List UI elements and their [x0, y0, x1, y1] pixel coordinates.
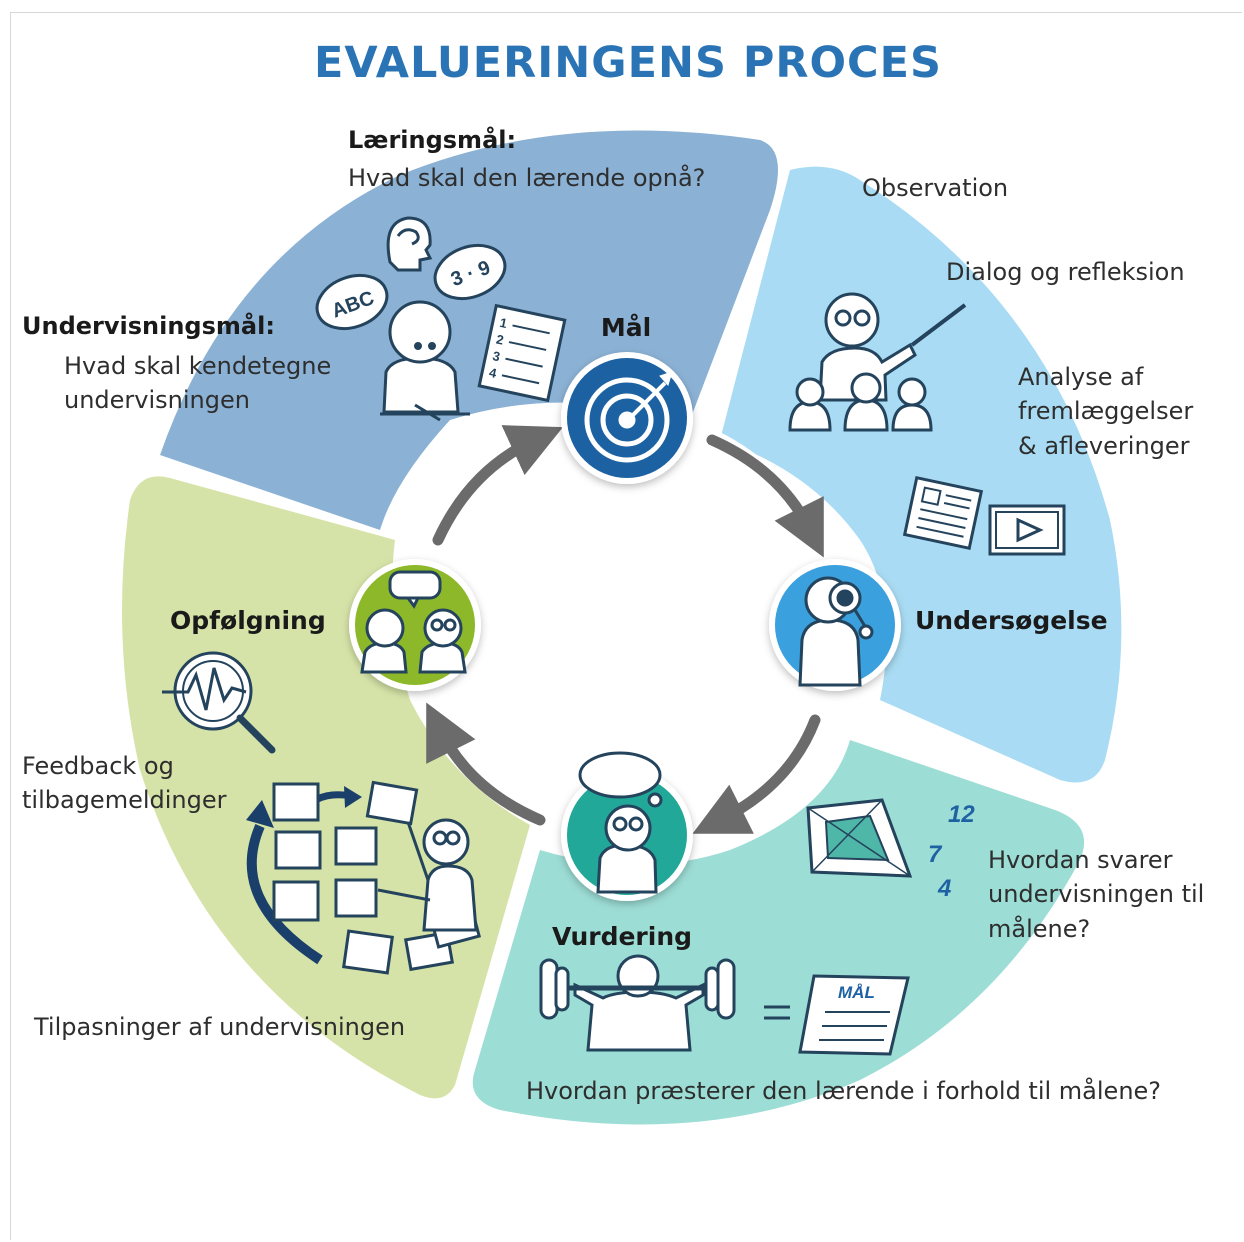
- cycle-arrows: [426, 425, 824, 834]
- frame: [10, 12, 1242, 1240]
- math-bubble-icon: 3 · 9: [433, 243, 507, 301]
- analysis-line3: & afleveringer: [1018, 432, 1190, 460]
- document-icon: [902, 475, 984, 551]
- list-number-3: 3: [491, 348, 501, 364]
- segment-undersoegelse: [720, 166, 1122, 783]
- head-brain-icon: [386, 216, 433, 272]
- student-writing-icon: [380, 300, 470, 422]
- teaching-goal-line2: undervisningen: [64, 386, 250, 414]
- grade-numbers: 12 7 4: [928, 801, 975, 902]
- list-number-2: 2: [495, 332, 505, 348]
- weightlifter-icon: [539, 954, 736, 1052]
- feedback-line1: Feedback og: [22, 752, 174, 780]
- arrow-undersoegelse-to-vurdering: [692, 714, 821, 834]
- grade-12: 12: [948, 801, 975, 828]
- magnifier-person-icon: [798, 576, 874, 687]
- stage-label-vurdering: Vurdering: [552, 922, 692, 951]
- feedback-line2: tilbagemeldinger: [22, 786, 227, 814]
- list-number-4: 4: [488, 365, 499, 381]
- arrow-vurdering-to-opfoelgning: [426, 702, 546, 826]
- adjustments-text: Tilpasninger af undervisningen: [34, 1013, 406, 1041]
- stage-label-maal: Mål: [601, 313, 651, 342]
- segment-maal: [160, 130, 778, 530]
- target-icon: [584, 371, 673, 463]
- thinking-person-icon: [578, 751, 663, 894]
- two-people-talking-icon: [360, 570, 467, 674]
- goal-question: Hvad skal den lærende opnå?: [348, 164, 706, 192]
- page-title: EVALUERINGENS PROCES: [314, 38, 942, 88]
- magnifier-pulse-icon: [162, 651, 276, 754]
- stage-label-undersoegelse: Undersøgelse: [915, 606, 1108, 635]
- video-icon: [988, 504, 1066, 556]
- list-number-1: 1: [498, 315, 508, 331]
- vurdering-question-line2: undervisningen til: [988, 880, 1205, 908]
- vurdering-bottom-question: Hvordan præsterer den lærende i forhold …: [526, 1077, 1162, 1105]
- teaching-goal-line1: Hvad skal kendetegne: [64, 352, 332, 380]
- vurdering-question-line3: målene?: [988, 915, 1091, 943]
- vurdering-question-line1: Hvordan svarer: [988, 846, 1173, 874]
- goal-document-label: MÅL: [838, 983, 875, 1002]
- stage-label-opfoelgning: Opfølgning: [170, 606, 326, 635]
- numbered-list-icon: 1 2 3 4: [477, 303, 567, 403]
- teacher-pointer-icon: [788, 292, 967, 432]
- equals-sign: [764, 1005, 790, 1020]
- arrow-opfoelgning-to-maal: [432, 425, 563, 546]
- analysis-line2: fremlæggelser: [1018, 397, 1194, 425]
- grade-7: 7: [928, 841, 943, 868]
- grade-4: 4: [937, 875, 951, 902]
- radar-chart-icon: [806, 798, 913, 878]
- inner-circle: [410, 410, 840, 840]
- abc-bubble-icon: ABC: [315, 273, 389, 331]
- sticky-notes-planning-icon: [246, 780, 482, 975]
- dialog-text: Dialog og refleksion: [946, 258, 1185, 286]
- observation-text: Observation: [862, 174, 1009, 202]
- arrow-maal-to-undersoegelse: [706, 434, 824, 558]
- goal-heading: Læringsmål:: [348, 126, 517, 154]
- goal-document-icon: MÅL: [798, 974, 910, 1056]
- teaching-goal-heading: Undervisningsmål:: [22, 312, 275, 340]
- analysis-line1: Analyse af: [1018, 363, 1144, 391]
